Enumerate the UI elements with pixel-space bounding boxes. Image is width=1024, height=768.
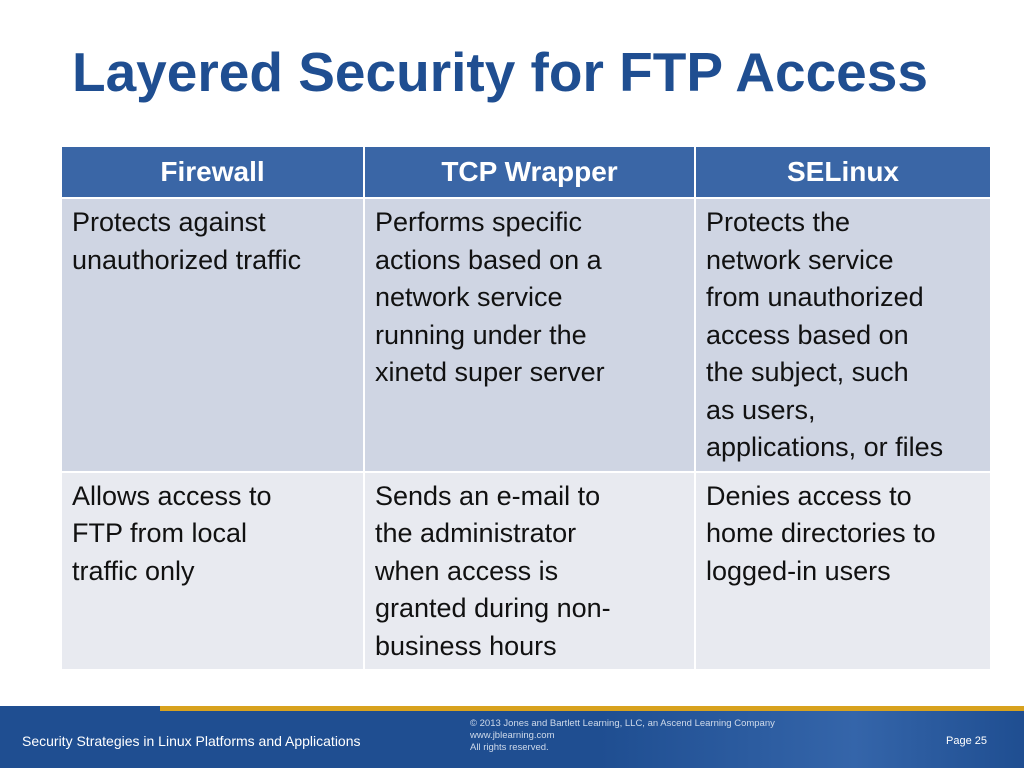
cell-firewall: Allows access to FTP from local traffic … bbox=[60, 470, 365, 671]
copyright-notice: © 2013 Jones and Bartlett Learning, LLC,… bbox=[470, 718, 775, 754]
footer-accent-stripe bbox=[160, 706, 1024, 711]
course-title: Security Strategies in Linux Platforms a… bbox=[22, 733, 361, 749]
publisher-url: www.jblearning.com bbox=[470, 730, 555, 741]
footer-highlight bbox=[600, 711, 1024, 768]
slide-footer: Security Strategies in Linux Platforms a… bbox=[0, 706, 1024, 768]
cell-selinux: Protects the network service from unauth… bbox=[694, 197, 992, 473]
cell-tcp-wrapper: Sends an e-mail to the administrator whe… bbox=[363, 470, 696, 671]
header-tcp-wrapper: TCP Wrapper bbox=[363, 145, 696, 199]
header-firewall: Firewall bbox=[60, 145, 365, 199]
page-number: Page 25 bbox=[946, 735, 987, 747]
slide-title: Layered Security for FTP Access bbox=[72, 41, 928, 103]
comparison-table: Firewall TCP Wrapper SELinux Protects ag… bbox=[60, 145, 992, 671]
header-selinux: SELinux bbox=[694, 145, 992, 199]
table-row: Protects against unauthorized traffic Pe… bbox=[60, 197, 992, 473]
cell-firewall: Protects against unauthorized traffic bbox=[60, 197, 365, 473]
cell-tcp-wrapper: Performs specific actions based on a net… bbox=[363, 197, 696, 473]
table-row: Allows access to FTP from local traffic … bbox=[60, 470, 992, 671]
rights-line: All rights reserved. bbox=[470, 742, 549, 753]
table-header-row: Firewall TCP Wrapper SELinux bbox=[60, 145, 992, 199]
cell-selinux: Denies access to home directories to log… bbox=[694, 470, 992, 671]
copyright-line: © 2013 Jones and Bartlett Learning, LLC,… bbox=[470, 718, 775, 729]
